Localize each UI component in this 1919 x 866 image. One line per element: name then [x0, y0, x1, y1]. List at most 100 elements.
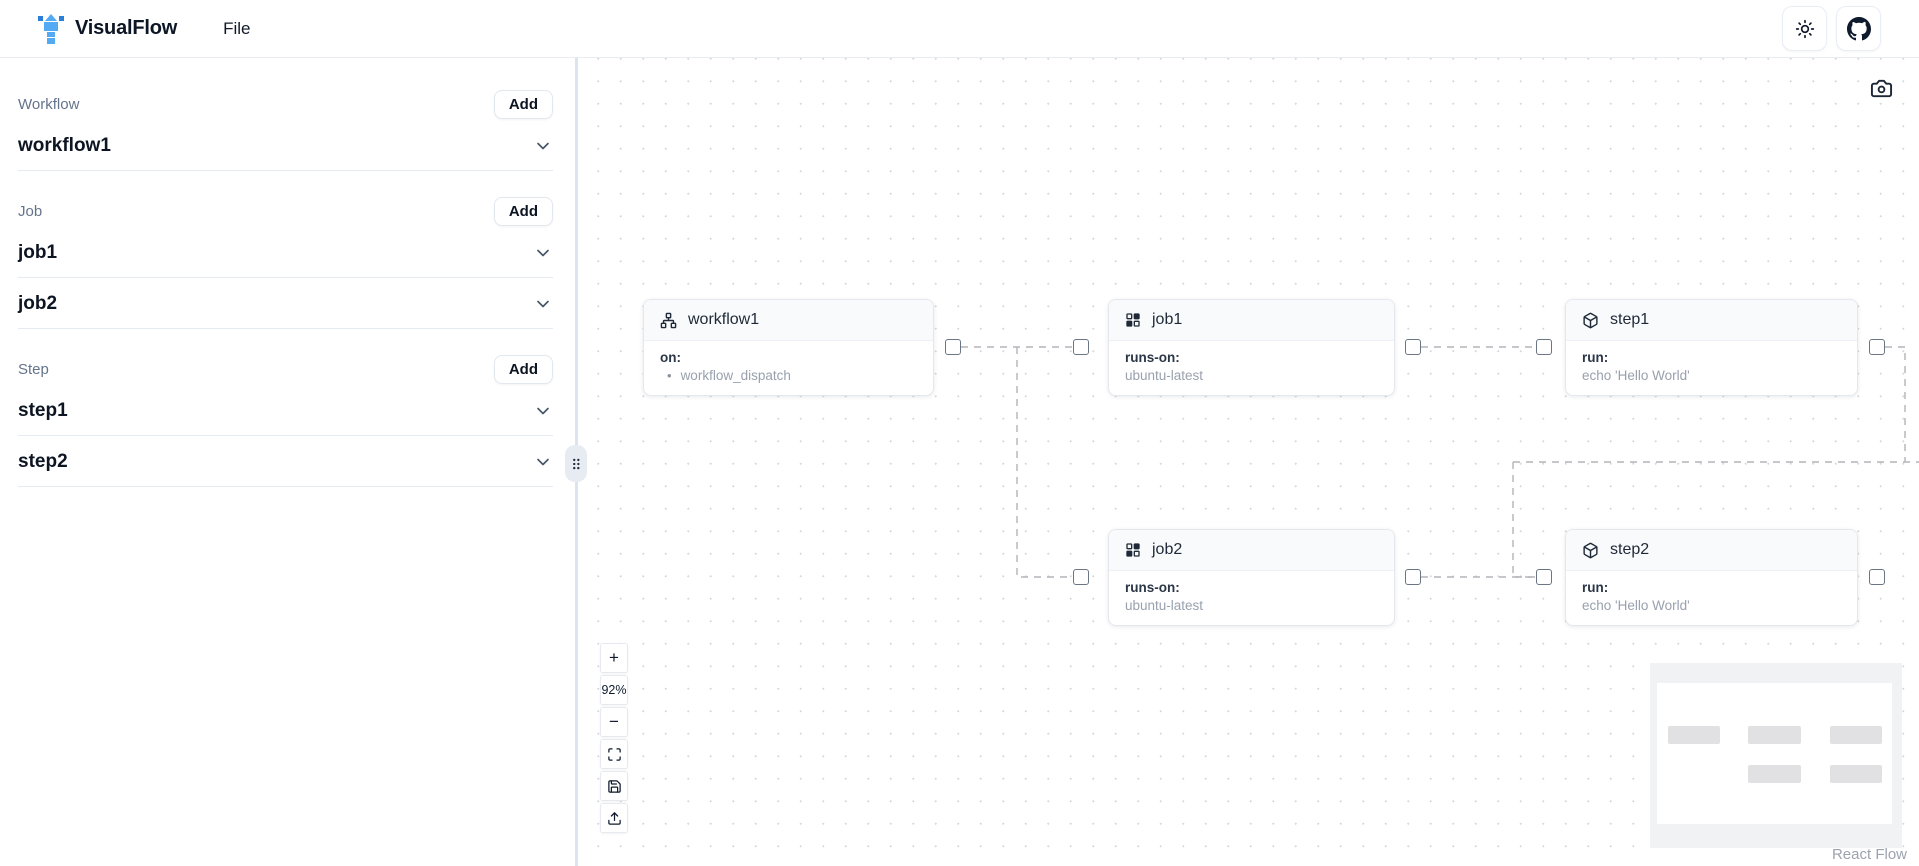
minimap-node-workflow1 — [1668, 726, 1720, 744]
node-title: step2 — [1610, 541, 1650, 558]
minimap-viewport — [1657, 683, 1892, 824]
react-flow-attribution-link[interactable]: React Flow — [1831, 846, 1907, 863]
sidebar-section-step: Step Add step1 step2 — [18, 353, 553, 487]
node-field-value-text: workflow_dispatch — [680, 368, 791, 383]
node-header: job2 — [1109, 530, 1394, 571]
add-workflow-button[interactable]: Add — [493, 89, 553, 119]
handle-step1-out[interactable] — [1869, 339, 1885, 355]
add-step-button[interactable]: Add — [493, 354, 553, 384]
minimap[interactable] — [1650, 663, 1902, 848]
node-body: runs-on: ubuntu-latest — [1109, 341, 1394, 395]
upload-icon — [607, 811, 621, 825]
handle-job1-in[interactable] — [1073, 339, 1089, 355]
sidebar-section-job: Job Add job1 job2 — [18, 195, 553, 329]
save-button[interactable] — [600, 771, 628, 801]
chevron-down-icon — [537, 407, 549, 415]
section-label: Step — [18, 360, 49, 378]
node-header: workflow1 — [644, 300, 933, 341]
node-header: job1 — [1109, 300, 1394, 341]
minimap-node-job1 — [1748, 726, 1801, 744]
node-field-value: echo 'Hello World' — [1582, 368, 1690, 383]
app-title: VisualFlow — [75, 17, 178, 39]
node-header: step2 — [1566, 530, 1857, 571]
sidebar-item-label: workflow1 — [18, 135, 111, 156]
sidebar: Workflow Add workflow1 Job Add job1 — [0, 58, 575, 866]
node-field-label: on: — [660, 350, 681, 365]
section-label: Job — [18, 202, 43, 220]
chevron-down-icon — [537, 249, 549, 257]
sun-icon — [1795, 19, 1814, 38]
sidebar-item-label: job2 — [18, 293, 58, 314]
app-header: VisualFlow File — [0, 0, 1919, 58]
github-button[interactable] — [1836, 6, 1881, 51]
file-menu-item[interactable]: File — [213, 13, 260, 45]
zoom-level-display: 92% — [600, 675, 628, 705]
flow-canvas[interactable]: workflow1 on: • workflow_dispatch — [578, 58, 1919, 866]
handle-job1-out[interactable] — [1405, 339, 1421, 355]
node-body: run: echo 'Hello World' — [1566, 571, 1857, 625]
node-job2[interactable]: job2 runs-on: ubuntu-latest — [1108, 529, 1395, 626]
sidebar-item-step2[interactable]: step2 — [18, 436, 553, 487]
node-field-label: runs-on: — [1125, 350, 1180, 365]
node-field-value: ubuntu-latest — [1125, 598, 1204, 613]
node-body: run: echo 'Hello World' — [1566, 341, 1857, 395]
node-title: job2 — [1152, 541, 1183, 558]
handle-workflow1-out[interactable] — [945, 339, 961, 355]
section-label: Workflow — [18, 95, 80, 113]
job-grid-icon — [1126, 543, 1140, 557]
save-icon — [607, 779, 621, 793]
minimap-node-step2 — [1830, 765, 1882, 783]
sidebar-item-label: step2 — [18, 451, 68, 472]
fit-view-button[interactable] — [600, 739, 628, 769]
node-body: on: • workflow_dispatch — [644, 341, 933, 395]
section-head: Step Add — [18, 353, 553, 385]
step-box-icon — [1583, 542, 1598, 558]
screenshot-button[interactable] — [1868, 75, 1894, 101]
handle-step1-in[interactable] — [1536, 339, 1552, 355]
node-step1[interactable]: step1 run: echo 'Hello World' — [1565, 299, 1858, 396]
workflow-network-icon — [660, 312, 677, 328]
visualflow-logo-icon — [38, 13, 64, 44]
sidebar-item-workflow1[interactable]: workflow1 — [18, 120, 553, 171]
chevron-down-icon — [537, 142, 549, 150]
zoom-in-button[interactable]: + — [600, 643, 628, 673]
panel-resize-handle[interactable] — [565, 445, 587, 482]
chevron-down-icon — [537, 300, 549, 308]
handle-step2-in[interactable] — [1536, 569, 1552, 585]
node-body: runs-on: ubuntu-latest — [1109, 571, 1394, 625]
chevron-down-icon — [537, 458, 549, 466]
handle-job2-out[interactable] — [1405, 569, 1421, 585]
node-field-value: echo 'Hello World' — [1582, 598, 1690, 613]
node-header: step1 — [1566, 300, 1857, 341]
node-title: step1 — [1610, 311, 1650, 328]
main-split: Workflow Add workflow1 Job Add job1 — [0, 58, 1919, 866]
node-title: workflow1 — [688, 311, 760, 328]
section-head: Job Add — [18, 195, 553, 227]
handle-job2-in[interactable] — [1073, 569, 1089, 585]
sidebar-item-step1[interactable]: step1 — [18, 385, 553, 436]
sidebar-item-label: job1 — [18, 242, 58, 263]
camera-icon — [1870, 79, 1892, 97]
node-title: job1 — [1152, 311, 1183, 328]
header-actions — [1782, 6, 1881, 51]
brand: VisualFlow — [38, 13, 178, 44]
zoom-out-button[interactable]: − — [600, 707, 628, 737]
job-grid-icon — [1126, 313, 1140, 327]
add-job-button[interactable]: Add — [493, 196, 553, 226]
node-job1[interactable]: job1 runs-on: ubuntu-latest — [1108, 299, 1395, 396]
theme-toggle-button[interactable] — [1782, 6, 1827, 51]
node-workflow1[interactable]: workflow1 on: • workflow_dispatch — [643, 299, 934, 396]
sidebar-item-job2[interactable]: job2 — [18, 278, 553, 329]
node-field-value: • workflow_dispatch — [660, 368, 917, 383]
node-field-value: ubuntu-latest — [1125, 368, 1204, 383]
github-icon — [1846, 16, 1871, 40]
upload-button[interactable] — [600, 803, 628, 833]
grip-dots-icon — [573, 458, 580, 469]
bullet-marker: • — [667, 368, 672, 383]
handle-step2-out[interactable] — [1869, 569, 1885, 585]
node-step2[interactable]: step2 run: echo 'Hello World' — [1565, 529, 1858, 626]
canvas-controls: + 92% − — [600, 643, 628, 833]
sidebar-section-workflow: Workflow Add workflow1 — [18, 88, 553, 171]
sidebar-item-job1[interactable]: job1 — [18, 227, 553, 278]
